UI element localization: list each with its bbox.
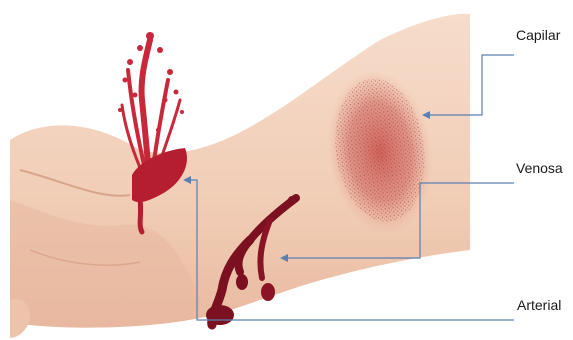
label-arterial: Arterial [517, 297, 561, 313]
label-capilar: Capilar [516, 27, 560, 43]
arterial-drip [140, 200, 142, 232]
label-venosa: Venosa [516, 160, 563, 176]
